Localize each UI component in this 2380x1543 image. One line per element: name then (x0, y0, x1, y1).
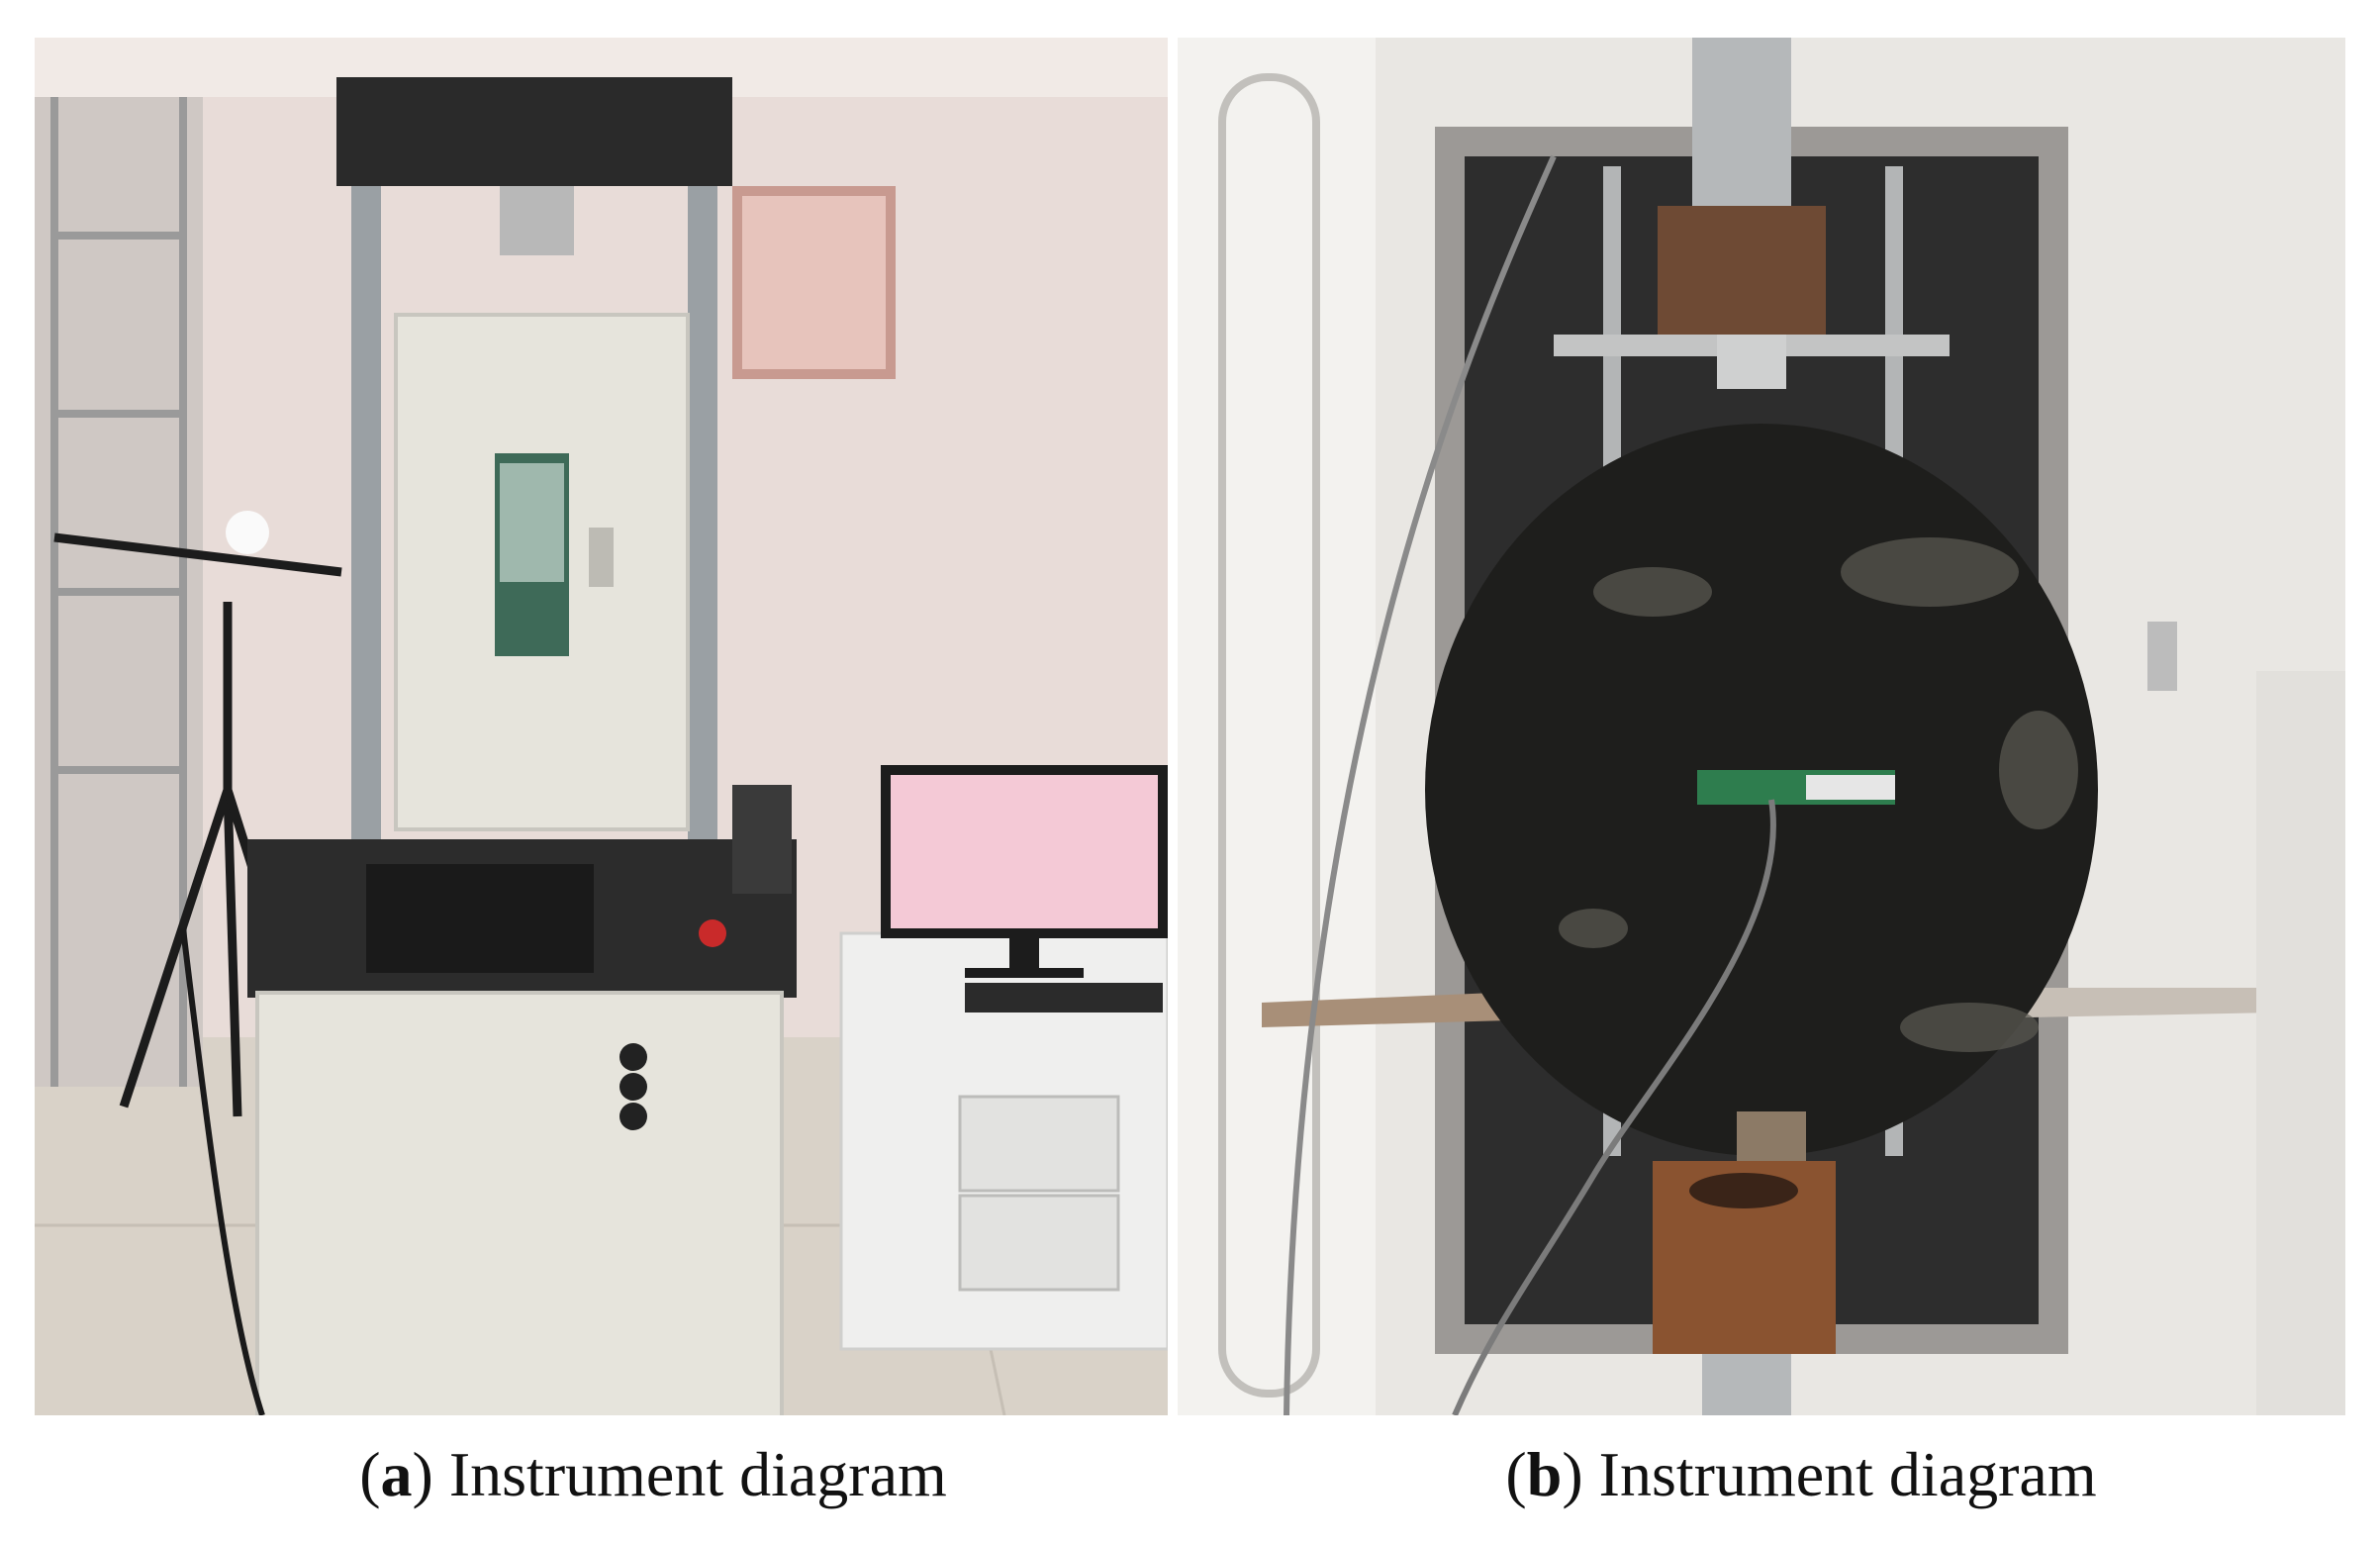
panel-letter-b: b (1526, 1439, 1563, 1509)
instrument-photo-a (35, 38, 1168, 1415)
panel-letter-a: a (380, 1439, 413, 1509)
caption-text-b: Instrument diagram (1598, 1439, 2097, 1509)
caption-text-a: Instrument diagram (448, 1439, 947, 1509)
photo-panel-b (1178, 38, 2345, 1415)
instrument-photo-b (1178, 38, 2345, 1415)
caption-a: (a) Instrument diagram (359, 1439, 947, 1509)
photo-panel-a (35, 38, 1168, 1415)
caption-b: (b) Instrument diagram (1505, 1439, 2097, 1509)
